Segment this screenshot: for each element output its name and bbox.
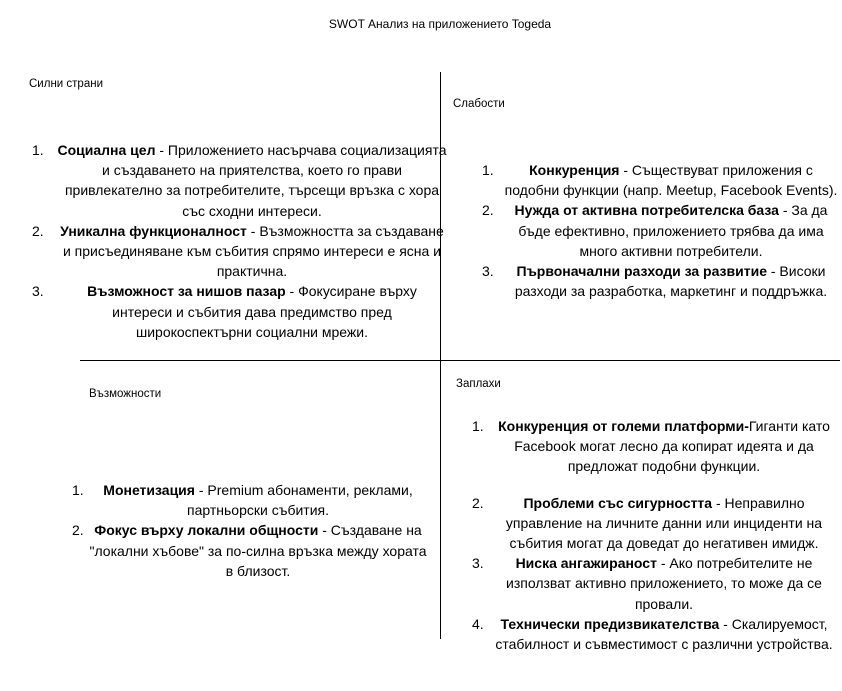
list-item: 2. Проблеми със сигурността - Неправилно… [468, 493, 840, 554]
threats-list: 1. Конкуренция от големи платформи-Гиган… [468, 416, 840, 654]
item-title: Конкуренция от големи платформи- [498, 418, 749, 434]
item-title: Ниска ангажираност [515, 555, 657, 572]
list-number: 1. [32, 142, 44, 158]
list-number: 1. [472, 418, 484, 434]
item-text: - Фокусиране върху интереси и събития да… [112, 283, 417, 340]
list-item: 3. Първоначални разходи за развитие - Ви… [478, 261, 840, 301]
item-title: Монетизация [103, 482, 195, 498]
list-item: 1. Конкуренция - Съществуват приложения … [478, 160, 840, 200]
list-number: 2. [32, 222, 44, 239]
list-item: 1. Монетизация - Premium абонаменти, рек… [68, 480, 428, 520]
list-number: 4. [472, 615, 484, 632]
item-text: - Неправилно управление на личните данни… [505, 494, 823, 552]
list-number: 3. [482, 263, 494, 280]
item-text: - Съществуват приложения с подобни функц… [504, 162, 838, 199]
list-item: 2. Уникална функционалност - Възможностт… [28, 221, 448, 282]
list-item: 1. Конкуренция от големи платформи-Гиган… [468, 416, 840, 477]
vertical-divider [440, 72, 441, 639]
list-item: 4. Технически предизвикателства - Скалир… [468, 614, 840, 654]
list-number: 3. [472, 555, 484, 572]
opportunities-label: Възможности [89, 388, 162, 400]
list-number: 3. [32, 283, 44, 300]
list-item: 1. Социална цел - Приложението насърчава… [28, 140, 448, 221]
weaknesses-list: 1. Конкуренция - Съществуват приложения … [478, 160, 840, 301]
item-text: - Възможността за създаване и присъединя… [62, 222, 444, 280]
item-title: Социална цел [57, 142, 156, 158]
item-text: - За да бъде ефективно, приложението тря… [518, 202, 828, 259]
list-item: 3. Възможност за нишов пазар - Фокусиран… [28, 281, 448, 342]
page-title: SWOT Анализ на приложението Togeda [328, 17, 552, 31]
list-item: 2. Нужда от активна потребителска база -… [478, 200, 840, 261]
item-text: Гиганти като Facebook могат лесно да коп… [514, 418, 830, 475]
threats-label: Заплахи [456, 378, 501, 390]
weaknesses-label: Слабости [453, 98, 505, 110]
list-number: 2. [72, 522, 84, 539]
item-title: Възможност за нишов пазар [87, 283, 286, 300]
item-title: Технически предизвикателства [500, 615, 720, 632]
item-title: Уникална функционалност [60, 222, 247, 239]
item-title: Фокус върху локални общности [94, 522, 319, 539]
item-text: - Ако потребителите не използват активно… [506, 555, 822, 612]
opportunities-list: 1. Монетизация - Premium абонаменти, рек… [68, 480, 428, 581]
item-text: - Приложението насърчава социализацията … [64, 142, 447, 219]
list-item: 2. Фокус върху локални общности - Създав… [68, 520, 428, 581]
item-text: - Premium абонаменти, реклами, партньорс… [187, 482, 413, 519]
strengths-label: Силни страни [29, 78, 103, 90]
list-item: 3. Ниска ангажираност - Ако потребителит… [468, 553, 840, 614]
item-text: - Високи разходи за разработка, маркетин… [514, 263, 828, 300]
strengths-list: 1. Социална цел - Приложението насърчава… [28, 140, 448, 342]
item-text: - Създаване на "локални хъбове" за по-си… [89, 522, 427, 579]
item-title: Конкуренция [529, 162, 620, 178]
list-number: 2. [472, 494, 484, 511]
horizontal-divider [80, 360, 840, 361]
list-number: 1. [482, 162, 494, 178]
item-title: Проблеми със сигурността [523, 494, 713, 511]
item-title: Първоначални разходи за развитие [516, 263, 767, 280]
list-number: 1. [72, 482, 84, 498]
item-title: Нужда от активна потребителска база [514, 202, 779, 219]
list-number: 2. [482, 202, 494, 219]
item-text: - Скалируемост, стабилност и съвместимос… [495, 615, 833, 653]
